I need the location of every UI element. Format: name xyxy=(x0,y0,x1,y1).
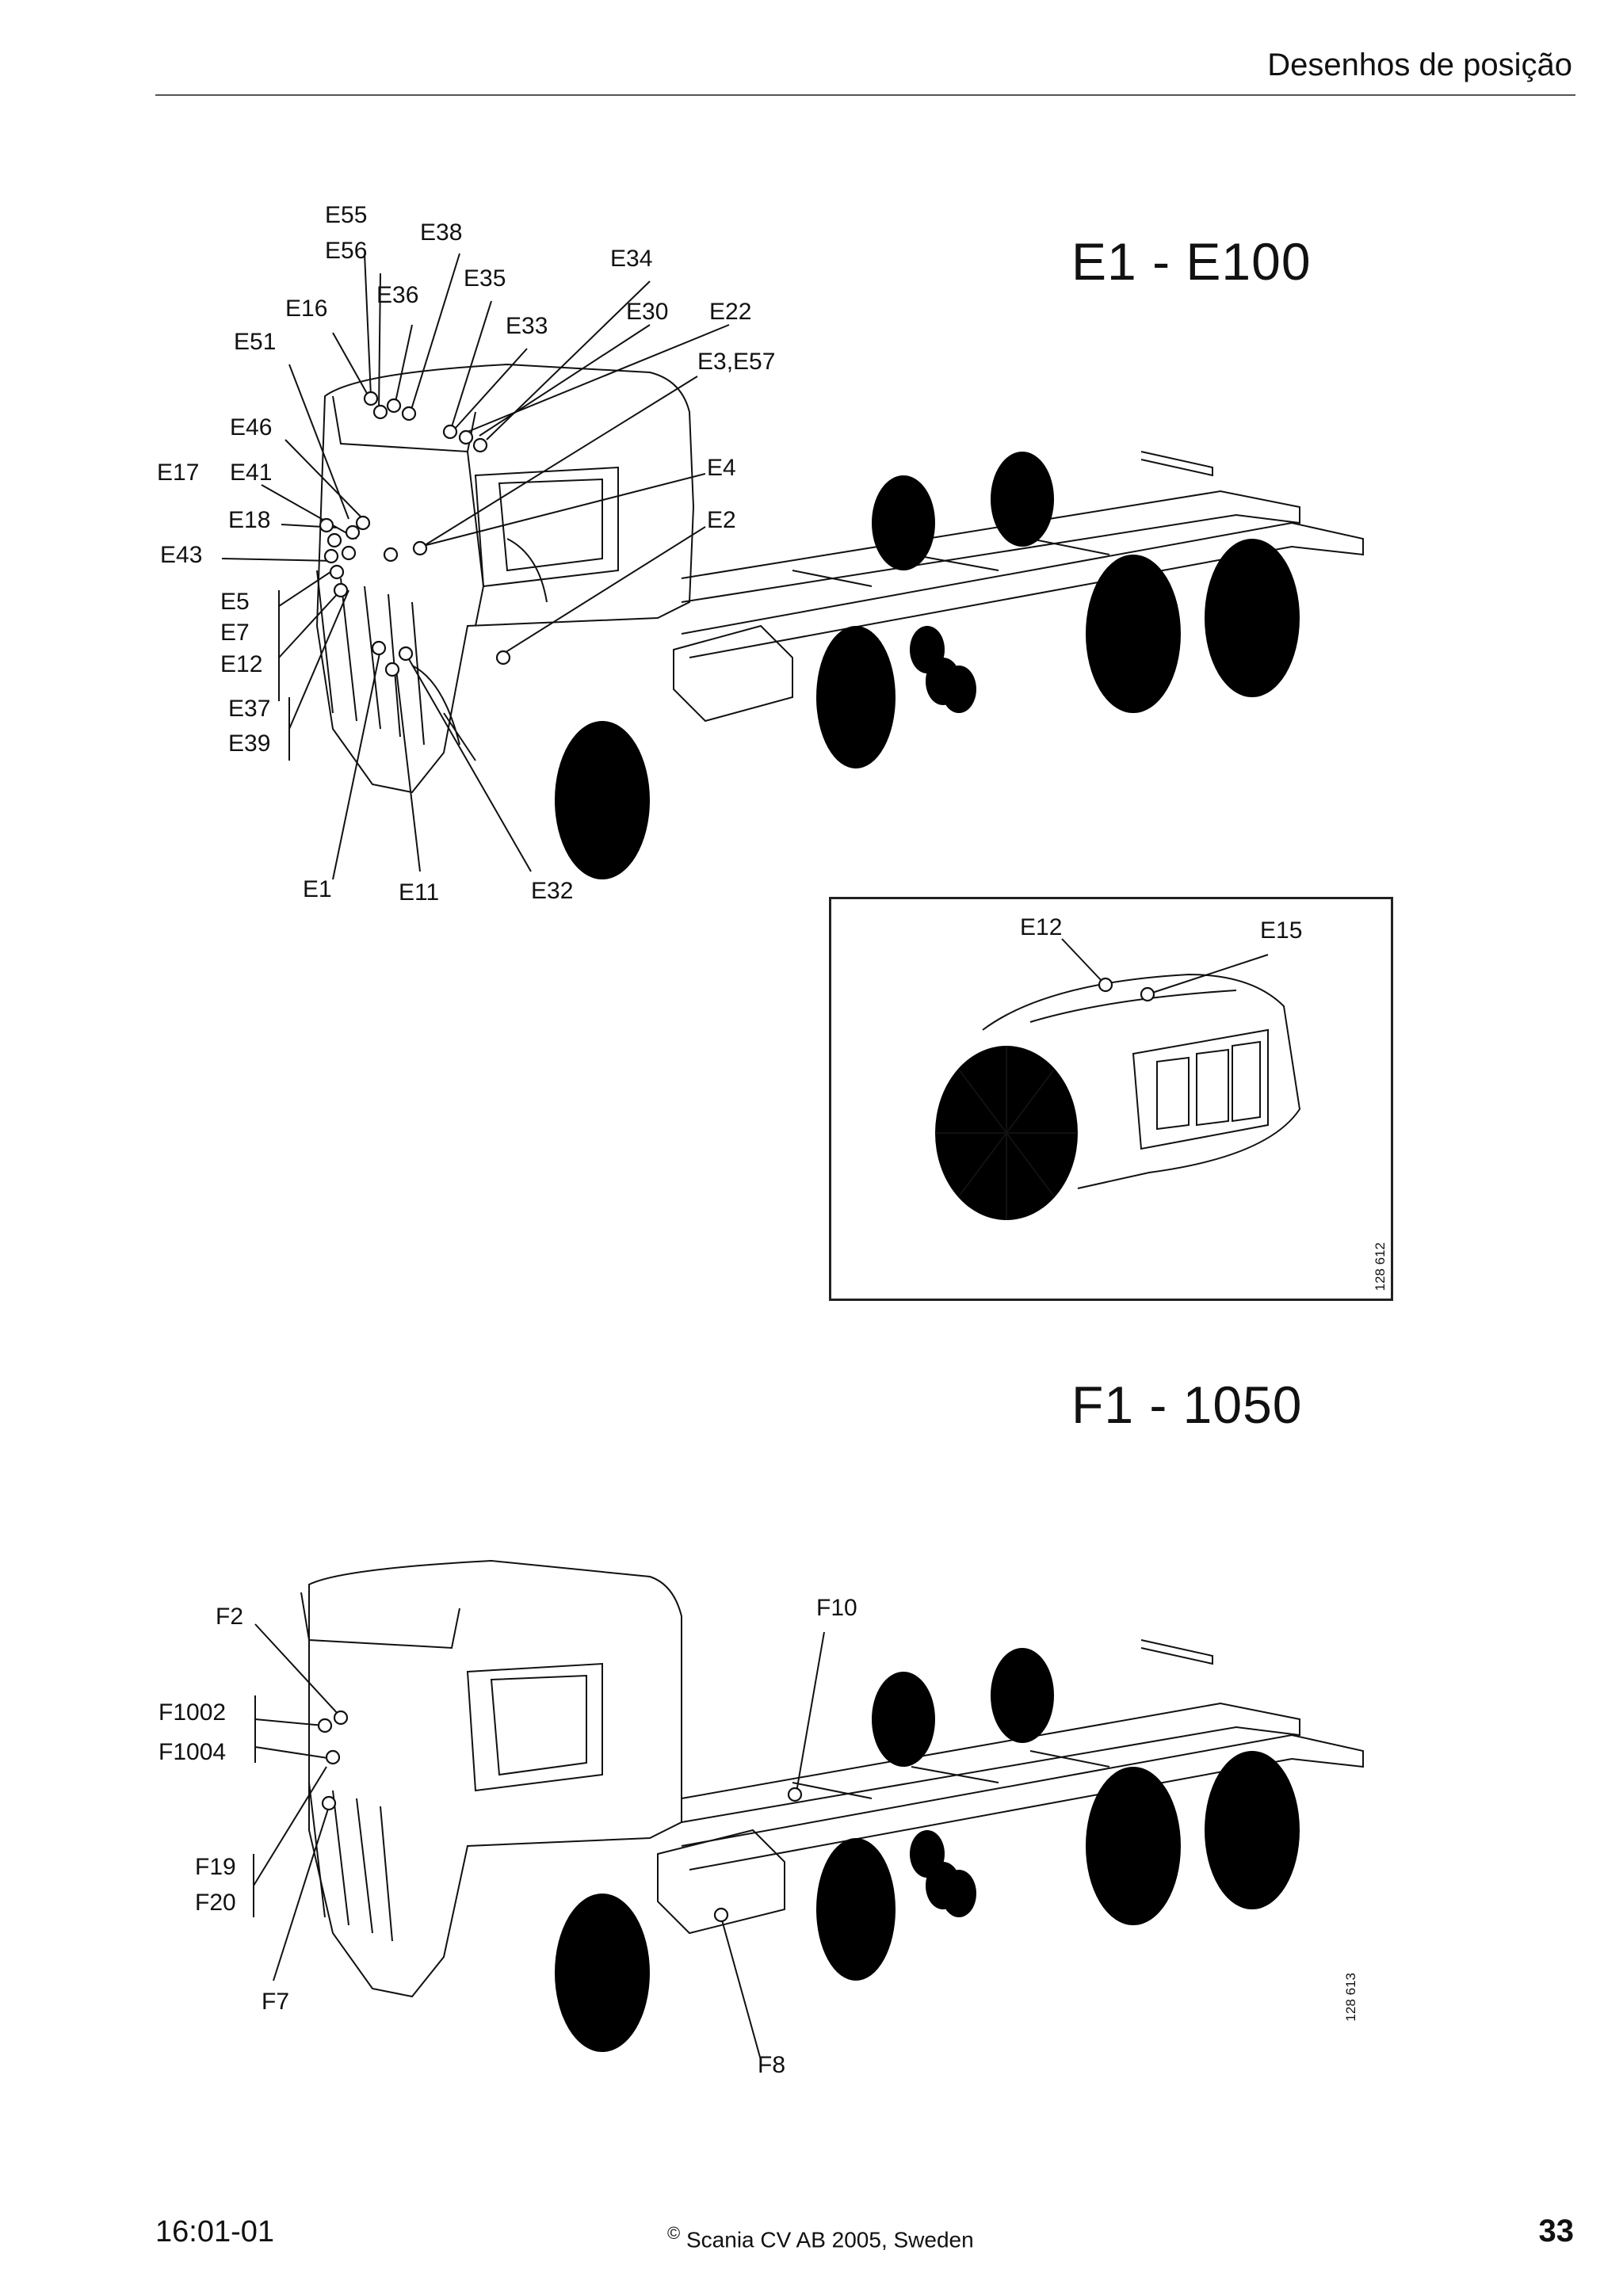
inset-position-markers xyxy=(1098,977,1155,1002)
page-number: 33 xyxy=(1538,2214,1575,2248)
label-e46: E46 xyxy=(230,414,273,441)
label-e3-e57: E3,E57 xyxy=(697,349,776,375)
truck1-position-markers xyxy=(319,391,511,677)
label-e7: E7 xyxy=(220,620,250,646)
label-e22: E22 xyxy=(709,299,752,325)
label-f1004: F1004 xyxy=(158,1739,227,1765)
inset-leader-lines xyxy=(1061,938,1269,995)
label-f8: F8 xyxy=(758,2052,786,2078)
truck2-leader-lines xyxy=(253,1623,825,2061)
label-e12: E12 xyxy=(220,651,263,677)
label-e34: E34 xyxy=(610,246,653,272)
label-f19: F19 xyxy=(195,1854,236,1880)
label-e41: E41 xyxy=(230,460,273,486)
engine-inset-drawing xyxy=(935,973,1301,1220)
footer-doc-code: 16:01-01 xyxy=(155,2215,275,2248)
label-f20: F20 xyxy=(195,1890,236,1916)
label-f2: F2 xyxy=(216,1604,244,1630)
inset-label-e15: E15 xyxy=(1260,917,1303,944)
footer-company: Scania CV AB 2005, Sweden xyxy=(686,2227,974,2252)
label-e4: E4 xyxy=(707,455,736,481)
label-f7: F7 xyxy=(262,1989,290,2015)
label-e36: E36 xyxy=(376,282,419,308)
engine-inset-frame xyxy=(829,897,1393,1301)
label-e35: E35 xyxy=(464,265,506,292)
label-e30: E30 xyxy=(626,299,669,325)
label-f10: F10 xyxy=(816,1595,857,1621)
truck2-drawing xyxy=(300,1559,1364,2052)
section-title-e1-e100: E1 - E100 xyxy=(1071,232,1312,291)
label-e43: E43 xyxy=(160,542,203,568)
label-e51: E51 xyxy=(234,329,277,355)
truck1-leader-lines xyxy=(221,253,730,880)
label-e16: E16 xyxy=(285,296,328,322)
inset-label-e12: E12 xyxy=(1020,914,1063,940)
label-e39: E39 xyxy=(228,730,271,757)
label-e17: E17 xyxy=(157,460,200,486)
label-e37: E37 xyxy=(228,696,271,722)
header-rule xyxy=(155,94,1575,96)
section-title-f1-1050: F1 - 1050 xyxy=(1071,1375,1303,1434)
footer-copyright: © Scania CV AB 2005, Sweden xyxy=(667,2223,974,2252)
label-e38: E38 xyxy=(420,219,463,246)
truck2-position-markers xyxy=(317,1710,803,1923)
label-e11: E11 xyxy=(399,879,440,906)
label-e55: E55 xyxy=(325,202,368,228)
label-e33: E33 xyxy=(506,313,548,339)
label-e32: E32 xyxy=(531,878,574,904)
label-e5: E5 xyxy=(220,589,250,615)
label-e56: E56 xyxy=(325,238,368,264)
label-e2: E2 xyxy=(707,507,736,533)
label-e18: E18 xyxy=(228,507,271,533)
truck1-drawing xyxy=(315,363,1364,879)
copyright-symbol: © xyxy=(667,2223,681,2243)
label-f1002: F1002 xyxy=(158,1699,227,1726)
page-header-title: Desenhos de posição xyxy=(1267,48,1572,82)
label-e1: E1 xyxy=(303,876,332,902)
